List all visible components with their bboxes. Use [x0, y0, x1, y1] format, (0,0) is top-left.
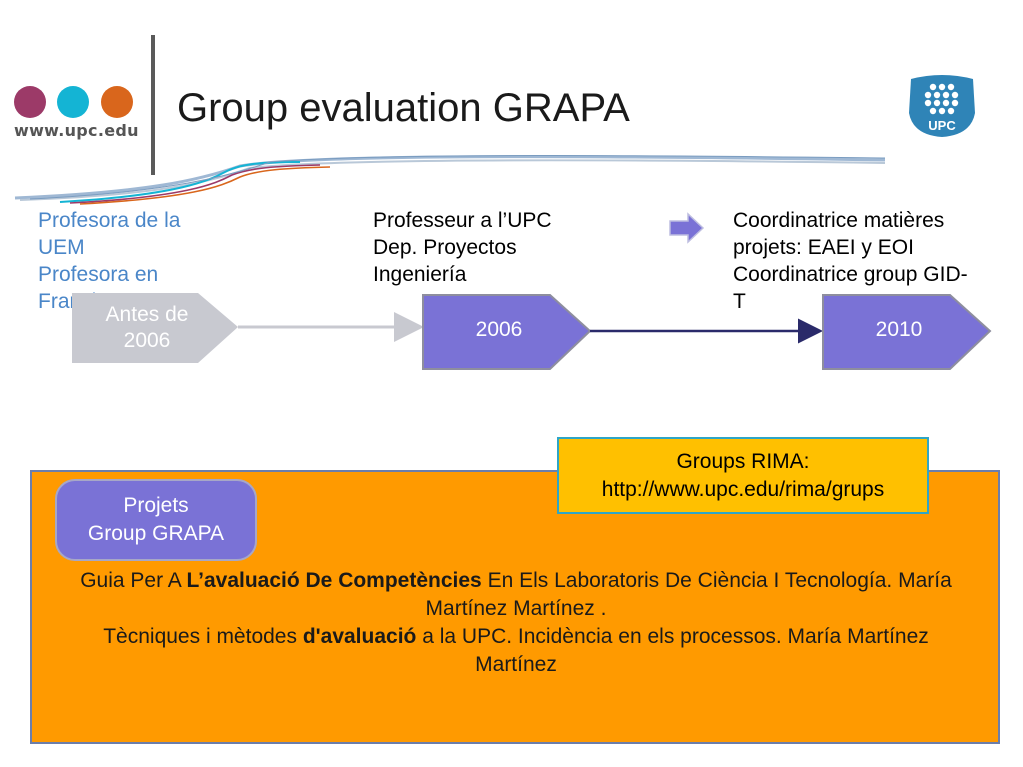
projets-line-2: Group GRAPA	[87, 522, 225, 545]
timeline-before-description: Profesora de la UEM Profesora en Francia	[38, 207, 238, 315]
ref1-part-c: En Els Laboratoris De Ciència I Tecnolog…	[425, 569, 952, 620]
header-swoosh-lines	[14, 155, 886, 205]
projets-line-1: Projets	[123, 494, 189, 517]
timeline-2010-description: Coordinatrice matières projets: EAEI y E…	[733, 207, 1023, 315]
step-2006-label: 2006	[475, 318, 523, 341]
logo-url-text: www.upc.edu	[14, 121, 139, 140]
rima-line-1: Groups RIMA:	[676, 450, 810, 473]
logo-dot-plum	[14, 86, 46, 118]
chevron-2006	[422, 294, 592, 370]
step1-line-2: 2006	[123, 329, 171, 352]
mid-line-2: Dep. Proyectos	[373, 236, 517, 259]
step-2010-label: 2010	[875, 318, 923, 341]
groups-rima-callout: Groups RIMA: http://www.upc.edu/rima/gru…	[557, 437, 929, 514]
ref2-part-bold: d'avaluació	[302, 625, 417, 648]
ref1-part-bold: L’avaluació De Competències	[186, 569, 482, 592]
before-line-1: Profesora de la	[38, 209, 181, 232]
ref2-part-c: a la UPC. Incidència en els processos. M…	[416, 625, 929, 676]
before-line-2: UEM	[38, 236, 85, 259]
publication-references: Guia Per A L’avaluació De Competències E…	[60, 567, 972, 679]
right-line-2: projets: EAEI y EOI	[733, 236, 914, 259]
arrow-right-icon	[669, 212, 705, 244]
upc-badge-icon: UPC	[909, 75, 975, 137]
mid-line-1: Professeur a l’UPC	[373, 209, 552, 232]
ref1-part-a: Guia Per A	[80, 569, 187, 592]
timeline-2006-description: Professeur a l’UPC Dep. Proyectos Ingeni…	[373, 207, 613, 288]
rima-url[interactable]: http://www.upc.edu/rima/grups	[601, 478, 885, 501]
step1-line-1: Antes de	[105, 303, 189, 326]
step-before-2006-label: Antes de 2006	[72, 293, 222, 363]
slide-title: Group evaluation GRAPA	[177, 86, 630, 130]
badge-label: UPC	[928, 118, 956, 133]
projets-group-grapa-badge: Projets Group GRAPA	[55, 479, 257, 561]
reference-2: Tècniques i mètodes d'avaluació a la UPC…	[60, 623, 972, 679]
right-line-4: T	[733, 290, 746, 313]
mid-line-3: Ingeniería	[373, 263, 467, 286]
chevron-2010	[822, 294, 992, 370]
right-line-3: Coordinatrice group GID-	[733, 263, 968, 286]
header-divider	[151, 35, 155, 175]
logo-dot-orange	[101, 86, 133, 118]
chevron-before-2006	[72, 293, 238, 363]
timeline-graphic	[72, 293, 992, 370]
logo-dot-cyan	[57, 86, 89, 118]
before-line-3: Profesora en	[38, 263, 159, 286]
right-line-1: Coordinatrice matières	[733, 209, 945, 232]
ref2-part-a: Tècniques i mètodes	[103, 625, 303, 648]
reference-1: Guia Per A L’avaluació De Competències E…	[60, 567, 972, 623]
